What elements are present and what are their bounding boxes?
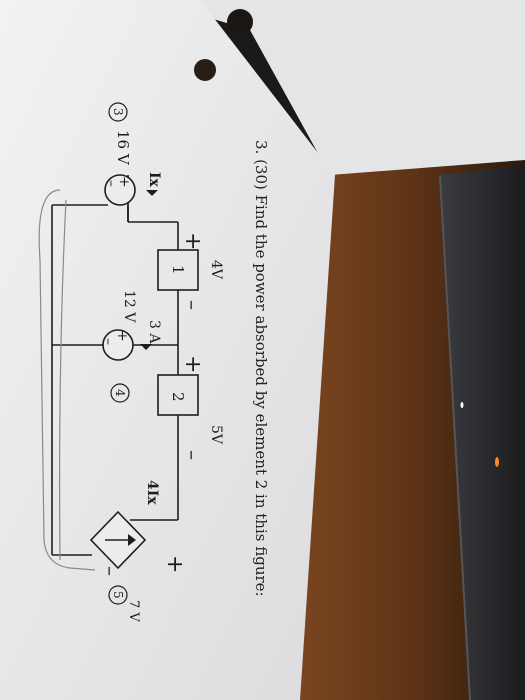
margin-mark: = <box>507 660 525 675</box>
element-2-minus: – <box>181 450 205 460</box>
element-1-plus: + <box>180 232 205 250</box>
dependent-note-circle <box>108 585 128 605</box>
source-16v <box>104 174 136 206</box>
source-12v-label: 12 V <box>121 290 137 323</box>
source-12v-note-circle <box>110 383 130 403</box>
element-1-voltage: 4V <box>208 260 224 280</box>
laptop-bevel <box>439 175 471 700</box>
laptop-edge <box>440 165 525 700</box>
paper-sheet <box>0 0 335 700</box>
source-12v-plus: + <box>114 330 130 342</box>
source-16v-plus: + <box>116 176 132 188</box>
pencil-loop <box>38 189 96 571</box>
question-text: 3. (30) Find the power absorbed by eleme… <box>252 140 270 597</box>
current-ix-arrow <box>146 190 158 196</box>
dependent-source-note: 5 <box>111 591 125 599</box>
hole-punch-2 <box>194 59 216 81</box>
dependent-source-arrow-head <box>128 534 136 546</box>
element-2-box <box>157 374 199 416</box>
laptop-led <box>495 457 499 467</box>
source-12v-note: 4 <box>113 389 127 397</box>
source-16v-note-circle <box>108 102 128 122</box>
hole-punch-1 <box>227 9 253 35</box>
dependent-source-label: 4Ix <box>144 480 160 505</box>
element-1-minus: – <box>181 300 205 310</box>
dependent-source-voltage: 7 V <box>126 600 141 622</box>
current-3a-arrow <box>140 344 152 350</box>
source-16v-minus: – <box>103 180 119 187</box>
source-12v <box>102 329 134 361</box>
current-3a-label: 3 A <box>146 320 162 344</box>
source-16v-label: 16 V <box>114 130 132 166</box>
source-16v-note: 3 <box>111 108 125 116</box>
laptop-white-light <box>460 402 464 408</box>
current-ix-label: Ix <box>146 172 162 188</box>
source-12v-minus: – <box>100 338 116 345</box>
element-1-label: 1 <box>169 265 187 275</box>
dependent-source-plus: + <box>162 555 187 573</box>
element-2-label: 2 <box>169 392 187 402</box>
back-paper-sheet <box>150 0 525 175</box>
dependent-source-minus: – <box>99 566 123 576</box>
element-1-box <box>157 249 199 291</box>
element-2-plus: + <box>180 355 205 373</box>
element-2-voltage: 5V <box>208 425 224 445</box>
